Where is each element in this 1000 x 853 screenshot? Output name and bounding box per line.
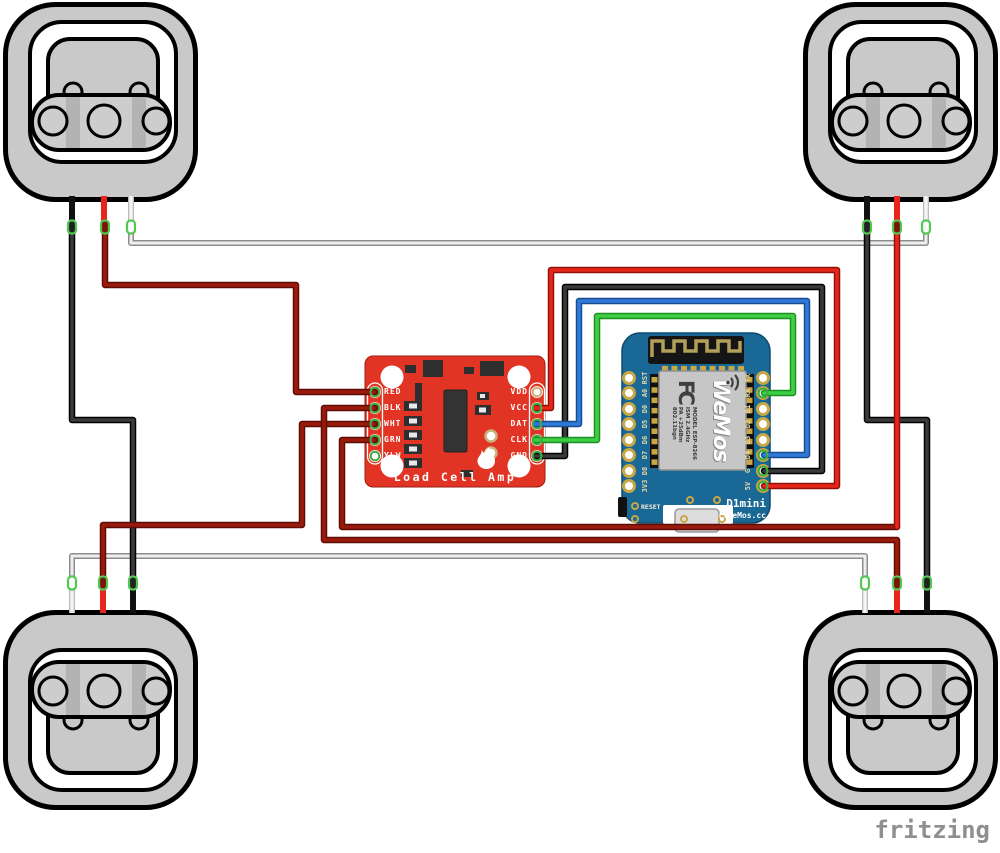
wire-amp-clk-to-d1-rx[interactable] — [531, 312, 797, 444]
wire-tr-red-to-amp-grn[interactable] — [338, 229, 901, 531]
esp8266-shield — [658, 370, 747, 471]
wire-amp-dat-to-d1-d4[interactable] — [531, 297, 811, 459]
load-cell-bottom-right[interactable] — [806, 613, 996, 808]
fcc-mark: FC — [674, 380, 698, 402]
shield-line-model: MODEL ESP-8266 — [691, 406, 697, 460]
shield-line-ism: ISM 2.4GHz — [684, 406, 691, 443]
reset-button[interactable] — [618, 497, 627, 517]
wire-tl-red-to-amp-red[interactable] — [101, 229, 378, 396]
wire-amp-vcc-to-d1-5v[interactable] — [531, 266, 841, 490]
wire-terminals — [66, 219, 933, 591]
white-bus-top[interactable] — [128, 229, 929, 246]
d1-left-pins[interactable] — [622, 371, 636, 493]
wire-tl-black-to-bl-black[interactable] — [68, 229, 137, 581]
d1-pin-label-5v: 5V — [744, 481, 752, 491]
load-cell-bottom-left[interactable] — [6, 613, 196, 808]
esp8266-shield-print: WeMos FC MODEL ESP-8266 ISM 2.4GHz PA +2… — [660, 372, 744, 468]
board-screw-pads — [631, 496, 726, 523]
wire-amp-gnd-to-d1-g[interactable] — [531, 283, 826, 475]
load-cell-top-right[interactable] — [806, 5, 996, 200]
shield-line-pa: PA +25dBm — [677, 406, 684, 443]
connected-pin-rings — [369, 386, 769, 492]
wire-br-red-to-amp-blk[interactable] — [320, 404, 901, 581]
load-cell-top-left[interactable] — [6, 5, 196, 200]
shield-line-wifi: 802.11bgn — [670, 406, 677, 440]
white-bus-bottom[interactable] — [69, 553, 868, 581]
load-cell-amp-board[interactable] — [364, 355, 546, 488]
pcb-antenna-trace — [650, 339, 742, 357]
sparkfun-flame-icon — [477, 447, 495, 469]
wifi-arcs-icon — [726, 374, 740, 391]
amp-components — [404, 360, 504, 477]
module-top-pads — [662, 366, 744, 371]
castellation-pads — [651, 377, 753, 465]
d1-pin-label-3v3: 3V3 — [641, 479, 649, 493]
